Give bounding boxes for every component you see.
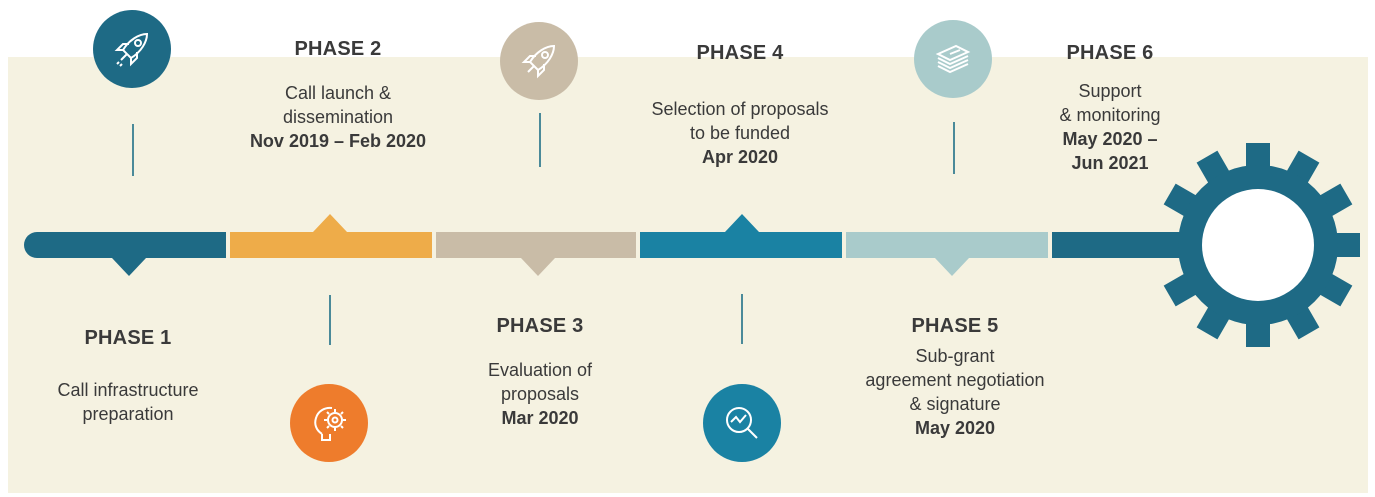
connector-line-2 [329,295,331,345]
magnifier-chart-icon [703,384,781,462]
phase-6-date-line-1: May 2020 – [1062,129,1158,149]
phase-5-date: May 2020 [914,418,996,438]
phase-4-desc-line-2: to be funded [689,123,791,143]
rocket-icon [93,10,171,88]
timeline-segment-phase-3 [436,232,636,276]
money-stack-icon [914,20,992,98]
phase-4-block: PHASE 4 Selection of proposals to be fun… [620,42,860,169]
phase-3-block: PHASE 3 Evaluation of proposals Mar 2020 [430,315,650,430]
phase-6-desc-line-1: Support [1078,81,1142,101]
phase-1-desc-line-1: Call infrastructure [57,380,199,400]
rocket-icon [500,22,578,100]
connector-line-1 [132,124,134,176]
phase-3-desc-line-1: Evaluation of [487,360,593,380]
phase-5-desc-line-3: & signature [909,394,1001,414]
phase-3-title: PHASE 3 [496,315,584,337]
phase-5-block: PHASE 5 Sub-grant agreement negotiation … [830,315,1080,440]
phase-2-desc-line-1: Call launch & [284,83,392,103]
phase-6-title: PHASE 6 [1066,42,1154,64]
phase-5-title: PHASE 5 [911,315,999,337]
phase-2-block: PHASE 2 Call launch & dissemination Nov … [220,38,456,153]
phase-4-desc-line-1: Selection of proposals [651,99,829,119]
phase-6-desc-line-2: & monitoring [1059,105,1161,125]
timeline-segment-phase-5 [846,232,1048,276]
lightbulb-gear-icon [290,384,368,462]
phase-4-title: PHASE 4 [696,42,784,64]
connector-line-4 [741,294,743,344]
phase-3-desc-line-2: proposals [500,384,580,404]
phase-1-title: PHASE 1 [84,327,172,349]
phase-3-date: Mar 2020 [501,408,579,428]
timeline-segment-phase-2 [230,214,432,258]
connector-line-3 [539,113,541,167]
phase-4-date: Apr 2020 [701,147,779,167]
phase-5-desc-line-1: Sub-grant [915,346,995,366]
phase-6-block: PHASE 6 Support & monitoring May 2020 – … [1020,42,1200,175]
phase-2-desc-line-2: dissemination [282,107,394,127]
timeline-segment-phase-1 [24,232,226,276]
connector-line-5 [953,122,955,174]
gear-icon [1156,143,1360,347]
background-band [8,57,1368,493]
phase-2-title: PHASE 2 [294,38,382,60]
phase-5-desc-line-2: agreement negotiation [865,370,1045,390]
phase-1-block: PHASE 1 Call infrastructure preparation [18,327,238,426]
phase-2-date: Nov 2019 – Feb 2020 [249,131,427,151]
phase-6-date-line-2: Jun 2021 [1071,153,1149,173]
phase-1-desc-line-2: preparation [82,404,174,424]
timeline-segment-phase-4 [640,214,842,258]
